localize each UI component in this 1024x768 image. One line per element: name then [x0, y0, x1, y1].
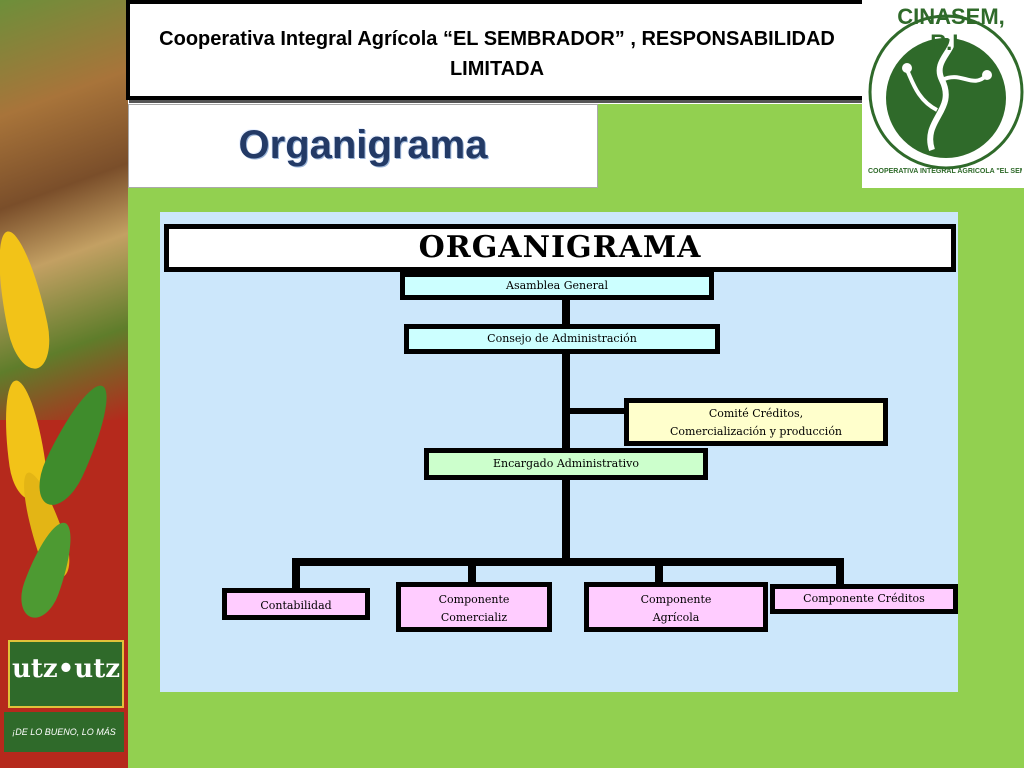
connector-line — [565, 408, 625, 414]
node-label: Comercialización y producción — [669, 425, 843, 438]
node-asamblea-general: Asamblea General — [400, 272, 714, 300]
org-chart-title: ORGANIGRAMA — [418, 230, 702, 265]
node-label: Componente — [640, 593, 712, 606]
node-componente-comercializacion: Componente Comercializ — [396, 582, 552, 632]
org-chart-title-box: ORGANIGRAMA — [164, 224, 956, 272]
node-componente-creditos: Componente Créditos — [770, 584, 958, 614]
node-label: Componente — [438, 593, 510, 606]
node-consejo-administracion: Consejo de Administración — [404, 324, 720, 354]
page-subtitle: Organigrama — [238, 123, 488, 167]
node-componente-agricola: Componente Agrícola — [584, 582, 768, 632]
node-comite-creditos: Comité Créditos, Comercialización y prod… — [624, 398, 888, 446]
connector-line — [655, 558, 663, 588]
node-label: Comercializ — [440, 611, 508, 624]
logo-text: CINASEM, R.L. — [897, 4, 1005, 55]
node-label: Asamblea General — [506, 279, 608, 292]
utz-slogan: ¡DE LO BUENO, LO MÁS BUENO! — [4, 712, 124, 768]
connector-line — [562, 298, 570, 564]
node-label: Agrícola — [652, 611, 700, 624]
node-label: Consejo de Administración — [487, 332, 637, 345]
title-box: Cooperativa Integral Agrícola “EL SEMBRA… — [126, 0, 868, 100]
logo-ring-text: COOPERATIVA INTEGRAL AGRÍCOLA "EL SEMBRA… — [868, 168, 1022, 175]
cinasem-logo-icon — [868, 14, 1024, 170]
node-encargado-administrativo: Encargado Administrativo — [424, 448, 708, 480]
connector-line — [292, 558, 300, 588]
utz-logo-text: utz•utz — [12, 654, 120, 684]
connector-line — [468, 558, 476, 588]
node-label: Comité Créditos, — [708, 407, 804, 420]
node-label: Encargado Administrativo — [492, 457, 640, 470]
left-photo-banner: utz•utz ¡DE LO BUENO, LO MÁS BUENO! — [0, 0, 128, 768]
connector-line — [292, 558, 844, 566]
cinasem-logo: CINASEM, R.L. COOPERATIVA INTEGRAL AGRÍC… — [862, 0, 1024, 188]
node-label: Contabilidad — [260, 599, 332, 612]
connector-line — [836, 558, 844, 588]
node-label: Componente Créditos — [803, 592, 925, 605]
org-chart: ORGANIGRAMA Asamblea General Consejo de … — [160, 212, 958, 692]
node-contabilidad: Contabilidad — [222, 588, 370, 620]
subtitle-box: Organigrama — [128, 104, 598, 188]
page-title: Cooperativa Integral Agrícola “EL SEMBRA… — [159, 28, 835, 80]
green-leaf-decoration — [13, 516, 83, 624]
utz-logo: utz•utz — [8, 640, 124, 708]
